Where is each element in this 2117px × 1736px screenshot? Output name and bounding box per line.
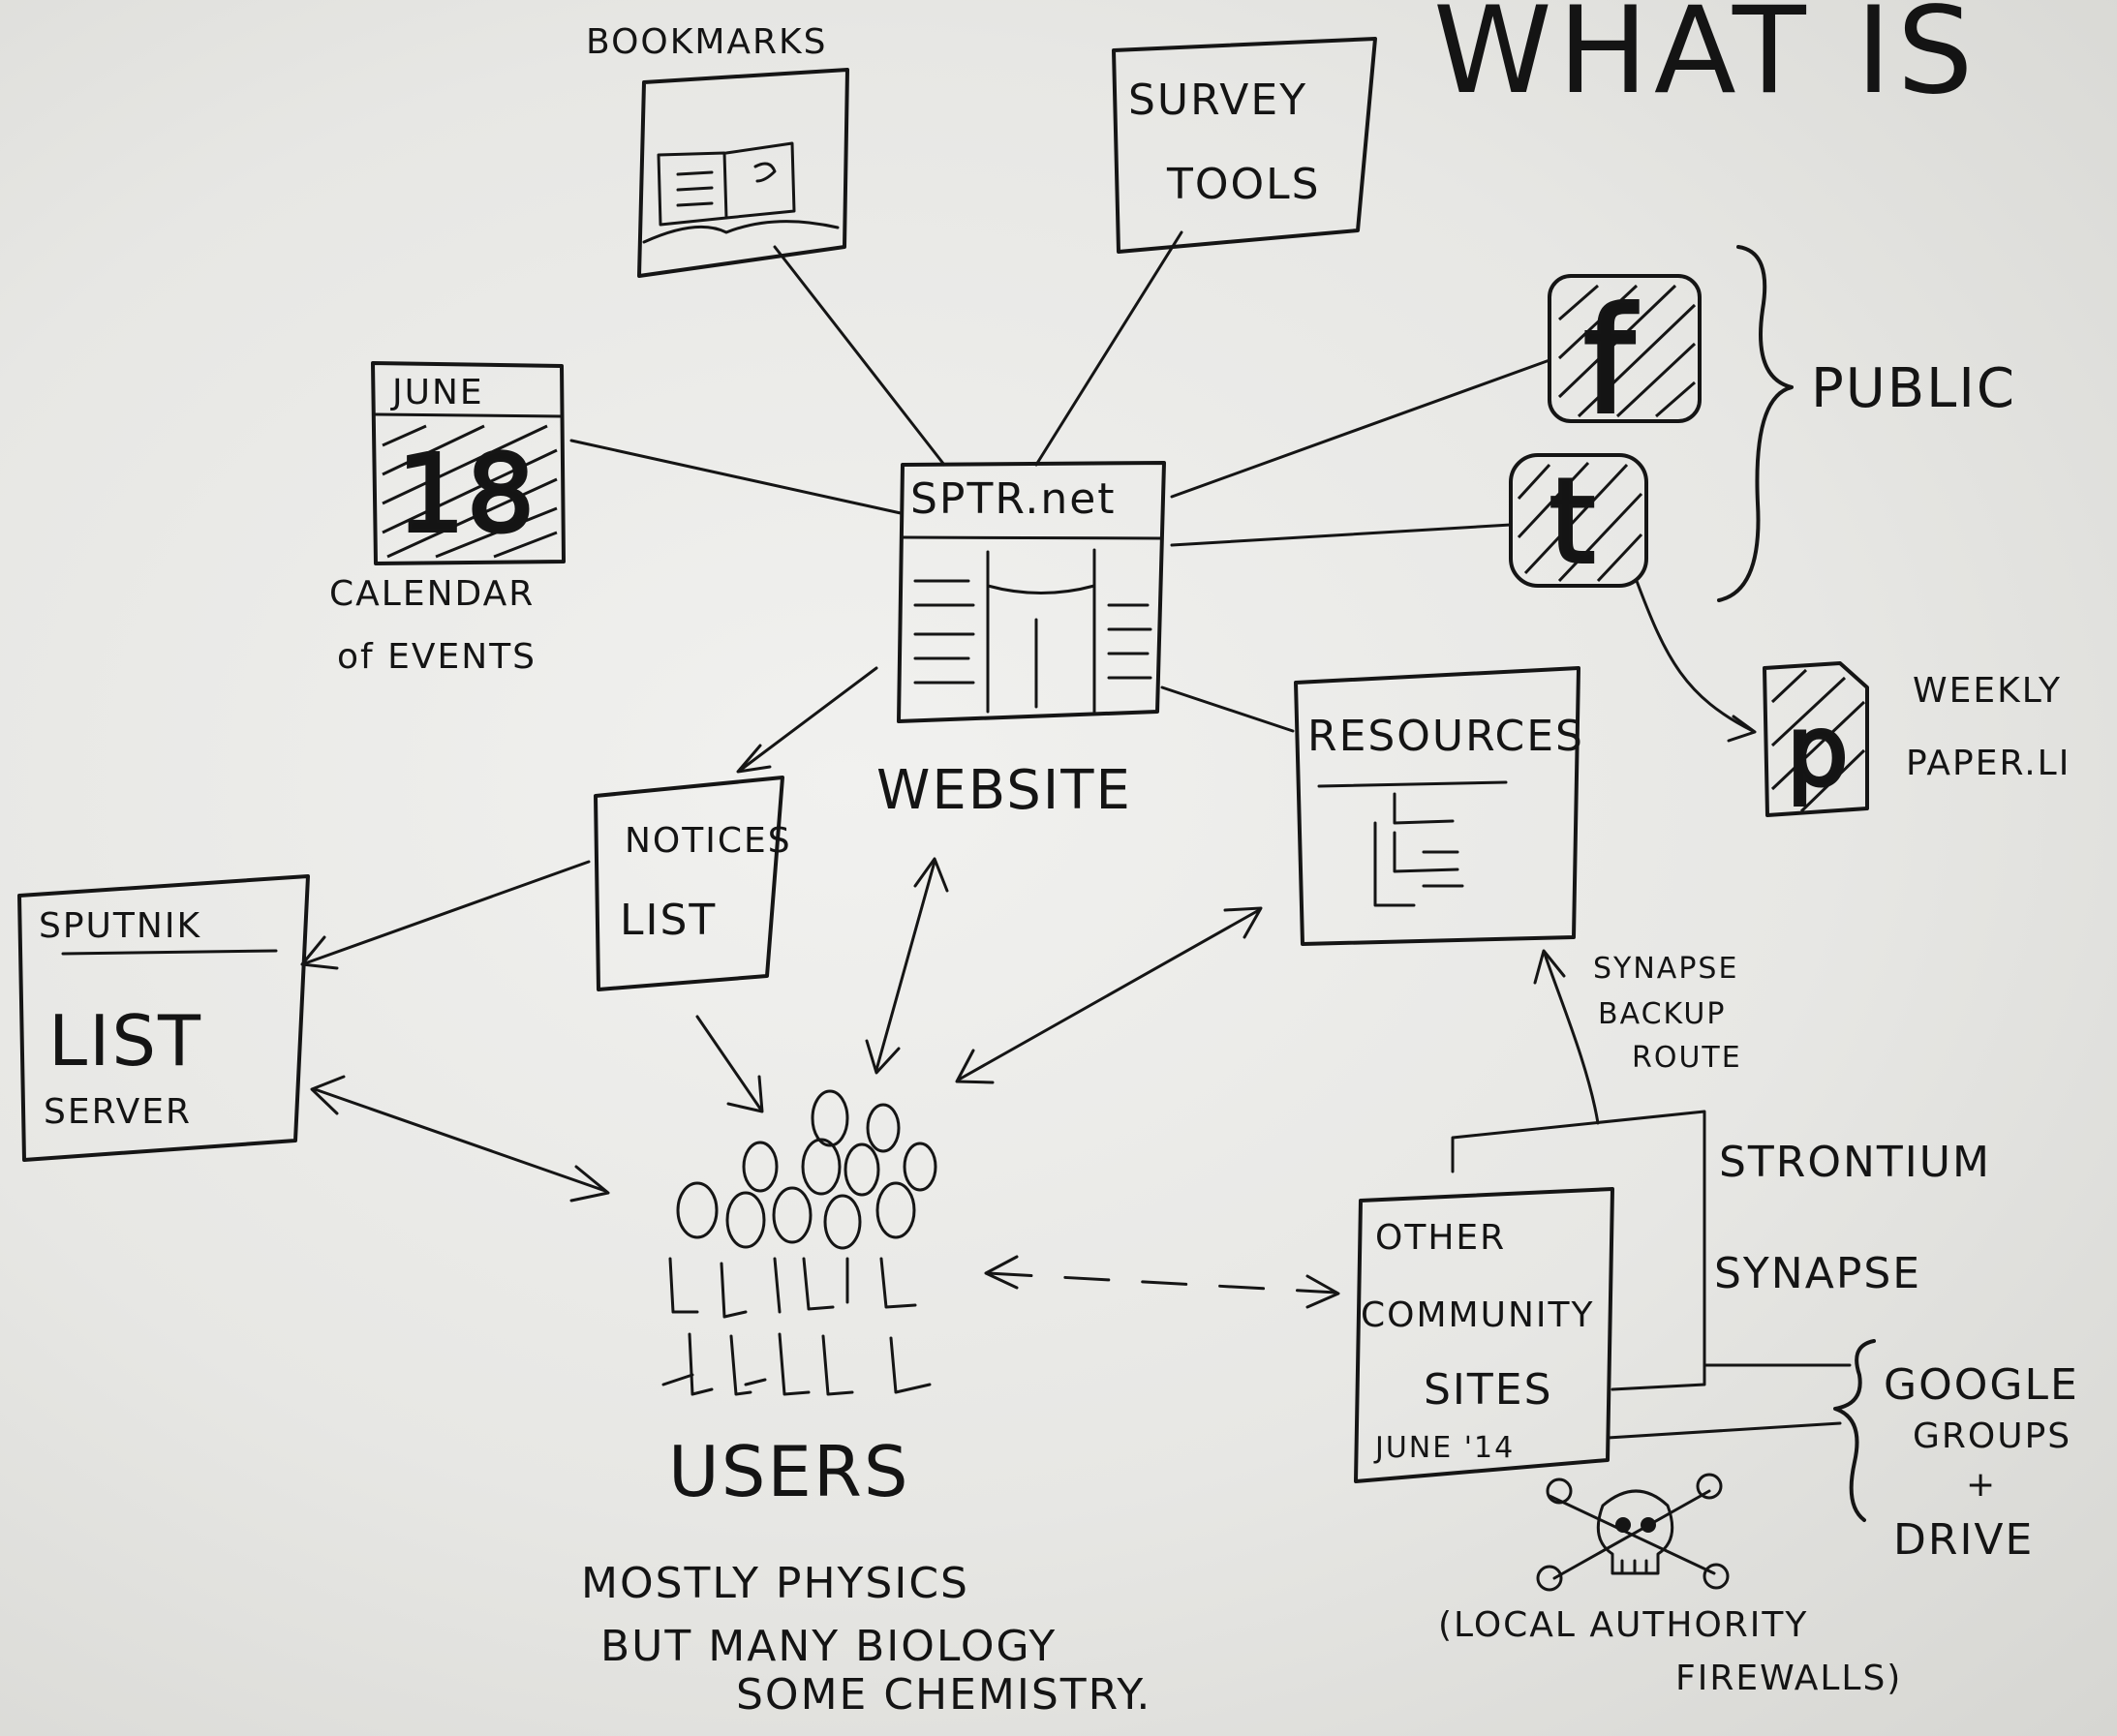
sputnik-line2: SERVER — [44, 1092, 192, 1132]
calendar-box — [371, 361, 566, 565]
survey-tools-box — [1112, 37, 1377, 254]
bookmarks-website-line — [773, 245, 946, 467]
notices-label-line2: LIST — [620, 896, 717, 945]
notices-sputnik-arrow — [303, 860, 591, 965]
other-sites-box — [1354, 1187, 1614, 1483]
bookmarks-node: BOOKMARKS — [586, 22, 849, 278]
users-group-icon — [661, 1089, 937, 1396]
resources-box — [1294, 666, 1580, 946]
paperli-icon — [1763, 661, 1869, 817]
google-line-2 — [1606, 1421, 1842, 1440]
google-line3: + — [1966, 1465, 1997, 1505]
synapse-backup-route-arrow — [1543, 952, 1600, 1125]
sputnik-line1: LIST — [48, 1000, 202, 1081]
users-node: USERS MOSTLY PHYSICS BUT MANY BIOLOGY SO… — [581, 1089, 1151, 1720]
website-box — [897, 461, 1166, 723]
google-line1: GOOGLE — [1884, 1360, 2079, 1410]
twitter-paperli-line — [1635, 579, 1755, 733]
calendar-month: JUNE — [390, 373, 484, 412]
public-label: PUBLIC — [1811, 357, 2016, 420]
sputnik-box — [17, 874, 310, 1162]
survey-website-line — [1034, 230, 1183, 467]
public-brace — [1717, 245, 1794, 602]
sputnik-header: SPUTNIK — [39, 906, 201, 946]
connector-lines — [300, 230, 1852, 1440]
calendar-website-line — [569, 439, 903, 515]
svg-text:ROUTE: ROUTE — [1632, 1041, 1742, 1075]
google-line2: GROUPS — [1913, 1416, 2071, 1456]
users-note-line2: BUT MANY BIOLOGY — [600, 1622, 1057, 1671]
google-brace — [1833, 1339, 1876, 1522]
resources-node: RESOURCES — [1294, 666, 1584, 946]
website-twitter-line — [1170, 523, 1513, 547]
other-sites-line1: OTHER — [1375, 1218, 1506, 1258]
calendar-caption-line2: of EVENTS — [337, 637, 537, 677]
google-line4: DRIVE — [1893, 1515, 2034, 1565]
sputnik-node: SPUTNIK LIST SERVER — [17, 874, 310, 1162]
paperli-arrowhead — [1727, 715, 1757, 743]
users-note-line3: SOME CHEMISTRY. — [736, 1670, 1151, 1720]
calendar-caption-line1: CALENDAR — [329, 574, 535, 614]
synapse-backup-route-label: SYNAPSE BACKUP ROUTE — [1593, 952, 1742, 1075]
calendar-day: 18 — [397, 432, 537, 556]
users-note-line1: MOSTLY PHYSICS — [581, 1559, 969, 1608]
users-caption: USERS — [668, 1431, 910, 1512]
website-resources-line — [1160, 685, 1295, 733]
strontium-label: STRONTIUM — [1719, 1138, 1991, 1187]
calendar-node: JUNE 18 CALENDAR of EVENTS — [329, 361, 566, 677]
users-othersites-dashed-arrow — [986, 1271, 1338, 1294]
skull-crossbones-icon — [1536, 1473, 1730, 1592]
paperli-label-line2: PAPER.LI — [1906, 744, 2071, 783]
users-resources-arrow — [957, 908, 1261, 1081]
survey-tools-node: SURVEY TOOLS — [1112, 37, 1377, 254]
webpage-layout-icon — [913, 548, 1152, 714]
svg-text:BACKUP: BACKUP — [1598, 997, 1726, 1031]
open-book-icon — [642, 141, 840, 244]
notices-box — [594, 776, 784, 991]
twitter-icon — [1509, 453, 1648, 588]
svg-text:SYNAPSE: SYNAPSE — [1593, 952, 1738, 986]
calendar-hatch — [382, 424, 558, 559]
website-notices-arrow — [739, 666, 878, 772]
bookmarks-box — [637, 68, 849, 278]
users-website-arrow — [874, 860, 936, 1072]
website-facebook-line — [1170, 358, 1551, 499]
website-caption: WEBSITE — [876, 759, 1132, 822]
bookmarks-label: BOOKMARKS — [586, 22, 828, 62]
website-node: SPTR.net WEBSITE — [876, 461, 1166, 822]
survey-label-line1: SURVEY — [1128, 76, 1307, 125]
other-sites-node: OTHER COMMUNITY SITES JUNE '14 — [1354, 1187, 1614, 1483]
other-sites-line4: JUNE '14 — [1373, 1431, 1515, 1465]
paperli-label-line1: WEEKLY — [1913, 671, 2062, 711]
facebook-icon — [1548, 274, 1702, 423]
website-header: SPTR.net — [910, 474, 1117, 524]
notices-users-arrow — [695, 1015, 762, 1111]
paperli-letter: p — [1787, 694, 1850, 807]
title: WHAT IS — [1433, 0, 1979, 121]
firewalls-line2: FIREWALLS) — [1675, 1659, 1902, 1698]
twitter-letter: t — [1549, 455, 1597, 590]
survey-label-line2: TOOLS — [1166, 160, 1321, 209]
resources-label: RESOURCES — [1307, 712, 1584, 761]
other-sites-line2: COMMUNITY — [1361, 1295, 1594, 1335]
firewalls-line1: (LOCAL AUTHORITY — [1438, 1605, 1808, 1645]
facebook-node: f — [1548, 274, 1702, 448]
facebook-letter: f — [1583, 278, 1638, 446]
google-node: GOOGLE GROUPS + DRIVE — [1884, 1360, 2079, 1565]
notices-node: NOTICES LIST — [594, 776, 792, 991]
synapse-label: SYNAPSE — [1714, 1249, 1921, 1298]
notices-label-line1: NOTICES — [625, 821, 792, 861]
other-sites-line3: SITES — [1424, 1365, 1553, 1415]
paperli-node: p WEEKLY PAPER.LI — [1763, 661, 2071, 817]
tree-structure-icon — [1373, 792, 1464, 907]
strontium-synapse-bracket — [1451, 1110, 1706, 1391]
sputnik-users-arrow — [313, 1087, 607, 1193]
twitter-node: t — [1509, 453, 1648, 592]
